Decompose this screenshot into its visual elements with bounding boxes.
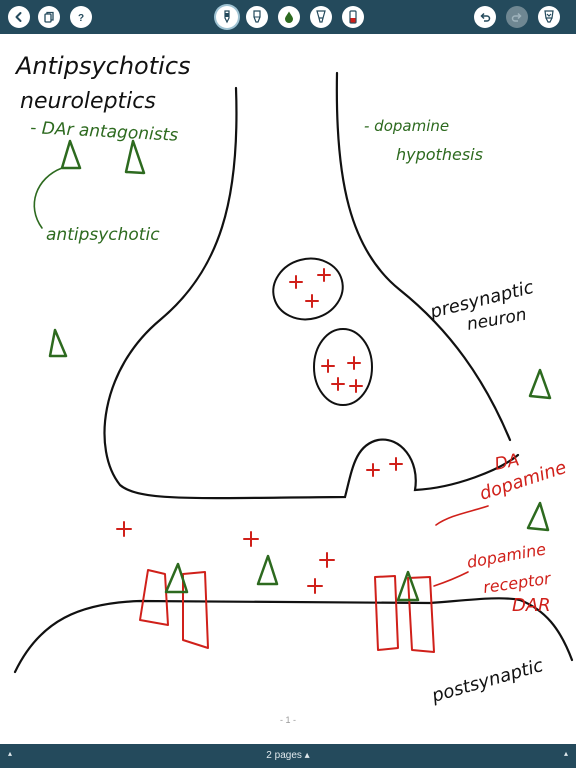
pages-icon	[44, 11, 54, 23]
highlighter-icon	[316, 10, 326, 23]
pages-button[interactable]	[38, 6, 60, 28]
drawing-canvas[interactable]: Antipsychotics neuroleptics - DAr antago…	[0, 34, 576, 744]
postsynaptic-membrane	[13, 597, 574, 674]
left-corner-arrow-icon[interactable]: ▴	[8, 749, 13, 758]
undo-button[interactable]	[474, 6, 496, 28]
top-toolbar: ?	[0, 0, 576, 34]
receptor-label-connector	[433, 571, 469, 587]
dopamine-receptor	[407, 576, 435, 653]
dopamine-label-connector	[435, 505, 489, 526]
label-dopamine-hypothesis-2: hypothesis	[396, 145, 483, 164]
marker-icon	[253, 10, 261, 23]
presynaptic-neuron-outline	[103, 86, 520, 500]
synapse-drawing: Antipsychotics neuroleptics - DAr antago…	[13, 52, 574, 707]
undo-icon	[480, 12, 491, 22]
highlighter-tool-button[interactable]	[310, 6, 332, 28]
settings-button[interactable]	[538, 6, 560, 28]
title-neuroleptics: neuroleptics	[20, 89, 156, 114]
dopamine-receptor	[139, 569, 169, 626]
bottom-bar: ▴ 2 pages ▴ ▴	[0, 744, 576, 768]
title-antipsychotics: Antipsychotics	[14, 52, 191, 80]
label-postsynaptic: postsynaptic	[429, 655, 546, 707]
back-icon	[15, 12, 22, 22]
antipsychotic-triangle	[256, 554, 279, 586]
label-dar: DAR	[512, 595, 551, 616]
dopamine-plus	[331, 377, 345, 391]
back-button[interactable]	[8, 6, 30, 28]
dopamine-plus	[243, 531, 259, 547]
page-number: - 1 -	[279, 715, 296, 725]
label-dar-antagonists: - DAr antagonists	[30, 118, 179, 146]
presynaptic-neuron-outline	[335, 71, 512, 442]
dopamine-plus	[305, 294, 319, 308]
vesicle	[313, 328, 373, 406]
svg-text:?: ?	[78, 13, 84, 23]
ink-tool-button[interactable]	[278, 6, 300, 28]
label-dopamine-hypothesis-1: - dopamine	[364, 117, 449, 135]
right-corner-arrow-icon[interactable]: ▴	[563, 749, 568, 758]
label-receptor: receptor	[482, 569, 553, 597]
label-antipsychotic: antipsychotic	[46, 225, 160, 245]
eraser-icon	[349, 10, 357, 24]
dopamine-plus	[389, 457, 403, 471]
pages-count-button[interactable]: 2 pages ▴	[266, 750, 310, 761]
dopamine-plus	[289, 275, 303, 289]
antipsychotic-triangle	[396, 570, 420, 602]
antipsychotic-triangle	[60, 139, 82, 170]
ink-drop-icon	[285, 11, 293, 23]
dopamine-receptor	[374, 575, 399, 651]
dopamine-plus	[319, 552, 335, 568]
help-button[interactable]: ?	[70, 6, 92, 28]
antipsychotic-triangle	[528, 368, 552, 400]
redo-icon	[511, 12, 522, 22]
help-icon: ?	[78, 13, 84, 23]
eraser-tool-button[interactable]	[342, 6, 364, 28]
vesicle	[272, 257, 344, 321]
antipsychotic-triangle	[124, 139, 146, 175]
dopamine-plus	[366, 463, 380, 477]
dopamine-plus	[307, 578, 323, 594]
redo-button[interactable]	[506, 6, 528, 28]
antipsychotic-connector	[33, 167, 63, 229]
dopamine-plus	[321, 359, 335, 373]
label-receptor-dopamine: dopamine	[465, 539, 547, 572]
dopamine-plus	[349, 379, 363, 393]
antipsychotic-triangle	[526, 501, 550, 532]
marker-tool-button[interactable]	[246, 6, 268, 28]
pen-tool-button[interactable]	[216, 6, 238, 28]
dopamine-receptor	[182, 571, 209, 649]
dopamine-plus	[116, 521, 132, 537]
settings-icon	[544, 10, 554, 23]
antipsychotic-triangle	[48, 328, 68, 358]
label-dopamine: dopamine	[477, 457, 569, 505]
antipsychotic-triangle	[164, 562, 189, 594]
dopamine-plus	[317, 268, 331, 282]
pen-icon	[224, 10, 230, 24]
dopamine-plus	[347, 356, 361, 370]
